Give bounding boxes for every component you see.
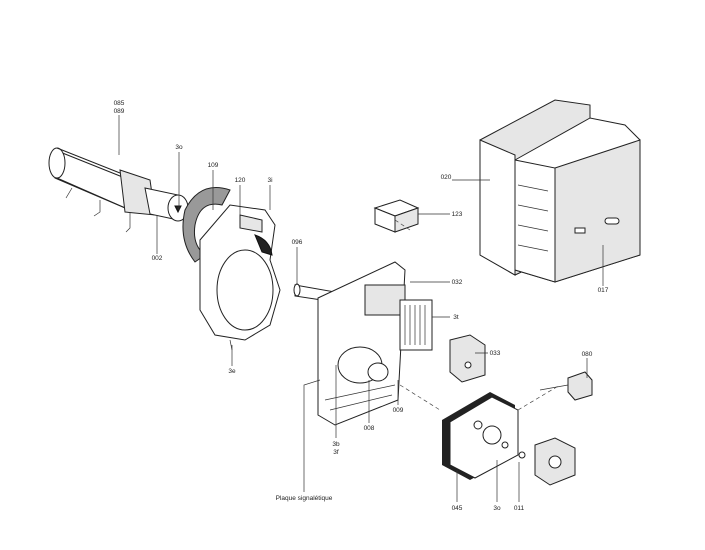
label-3o-b: 3o [493,505,501,512]
label-032: 032 [452,279,463,286]
oil-pump [518,437,576,486]
transformer-123 [373,199,420,233]
label-017: 017 [598,287,609,294]
label-3o: 3o [175,144,183,151]
cover-033 [449,334,486,383]
label-008: 008 [364,425,375,432]
cover-045 [442,392,519,480]
label-080: 080 [582,351,593,358]
label-3i: 3i [267,177,272,184]
photocell-080 [539,371,593,401]
nozzle-assembly [144,187,189,222]
cover-017 [514,117,641,283]
label-002: 002 [152,255,163,262]
label-3b: 3b [332,441,340,448]
label-033: 033 [490,350,501,357]
mounting-plate [317,261,433,426]
gasket-109 [182,187,231,263]
label-123: 123 [452,211,463,218]
label-109: 109 [208,162,219,169]
label-3t: 3t [453,314,459,321]
label-089: 089 [114,108,125,115]
label-plaque-signaletique: Plaque signalétique [276,495,333,502]
part-labels: 085 089 3o 109 120 3i 002 096 020 123 01… [114,100,609,512]
burner-housing [199,204,281,351]
label-120: 120 [235,177,246,184]
label-011: 011 [514,505,525,512]
label-096: 096 [292,239,303,246]
label-009: 009 [393,407,404,414]
label-020: 020 [441,174,452,181]
blast-tube [48,147,156,233]
label-045: 045 [452,505,463,512]
label-085: 085 [114,100,125,107]
leader-lines [118,115,604,502]
label-3f: 3f [333,449,339,456]
label-3e: 3e [228,368,236,375]
